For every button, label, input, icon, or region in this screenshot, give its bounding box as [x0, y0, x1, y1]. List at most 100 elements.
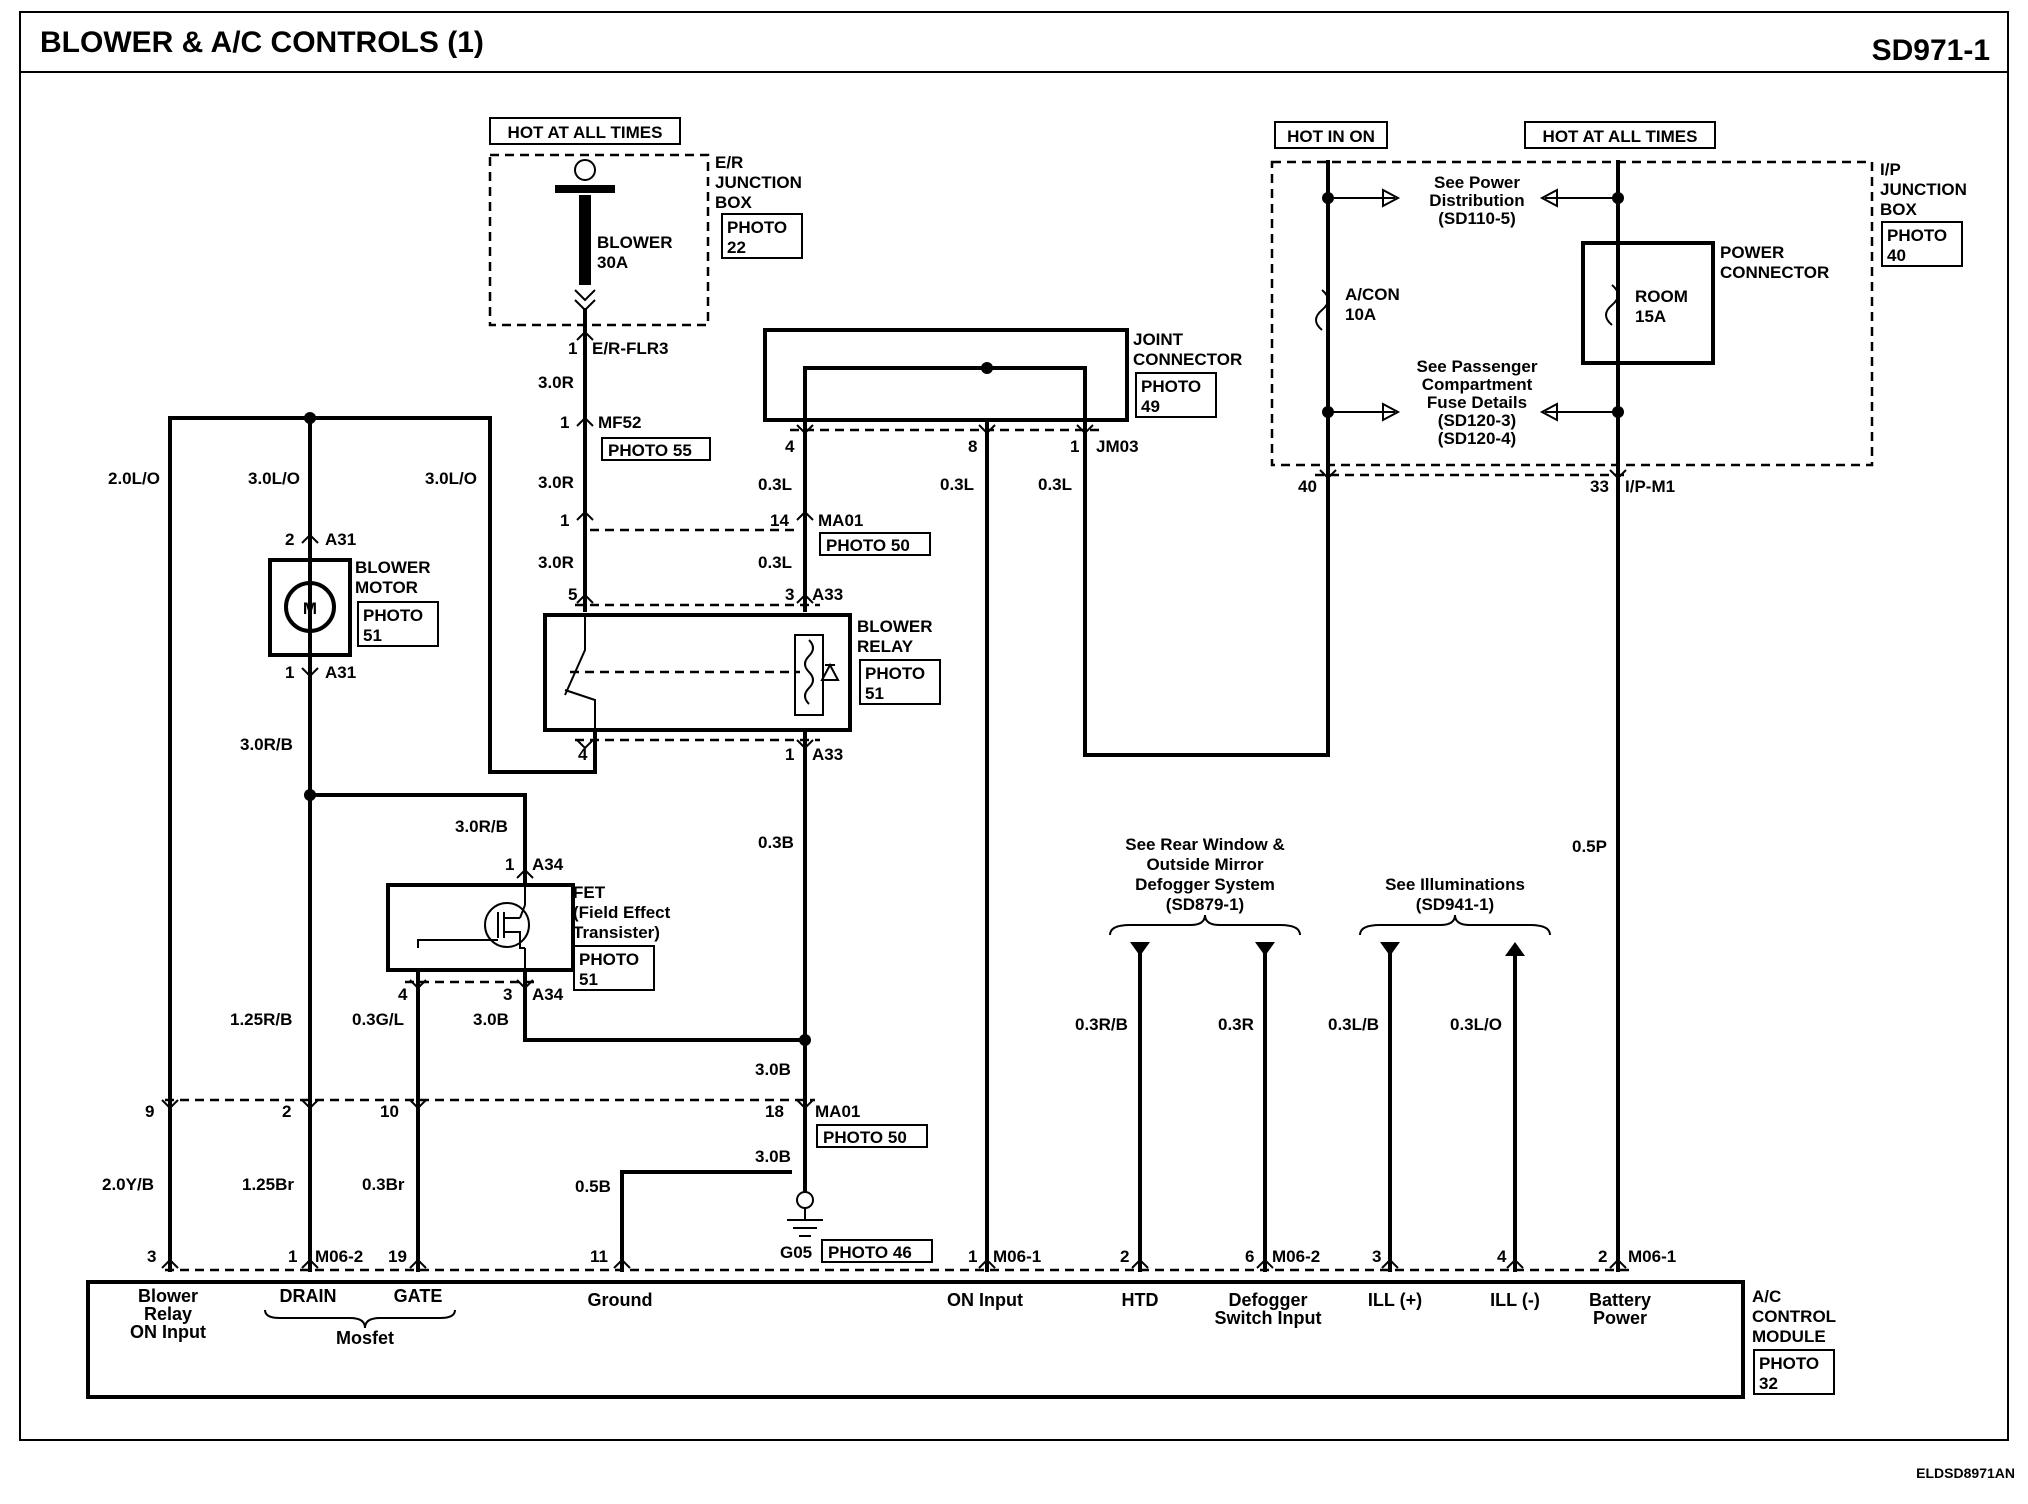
connector-chevron-icon	[574, 289, 596, 312]
pin-1-m06-1: 1	[968, 1247, 977, 1266]
ip-junction-label-3: BOX	[1880, 200, 1918, 219]
pin-3-a33: 3	[785, 585, 794, 604]
er-junction-box	[488, 153, 710, 327]
room-arrow-left-icon	[1539, 188, 1618, 208]
note-rear-window-2: Outside Mirror	[1146, 855, 1264, 874]
diagram-frame	[19, 11, 2009, 1441]
wire-label-3-0rb-a: 3.0R/B	[240, 735, 293, 754]
connector-er-flr3: E/R-FLR3	[592, 339, 669, 358]
wire-relay-to-motor	[168, 416, 597, 1272]
input-battery-2: Power	[1593, 1308, 1647, 1328]
blower-relay-photo-2: 51	[865, 684, 884, 703]
pin-14-ma01: 14	[770, 511, 789, 530]
pin-er-flr3: 1	[568, 339, 577, 358]
note-illum-2: (SD941-1)	[1416, 895, 1494, 914]
note-rear-window-1: See Rear Window &	[1125, 835, 1285, 854]
pin-3-a34: 3	[503, 985, 512, 1004]
connector-a34-bottom: A34	[532, 985, 564, 1004]
pin-3-ill: 3	[1372, 1247, 1381, 1266]
chevron-icon	[1319, 469, 1627, 480]
room-fuse-icon	[1605, 284, 1619, 326]
pin-11-m06-2: 11	[590, 1247, 608, 1266]
ac-module-label-3: MODULE	[1752, 1327, 1826, 1346]
input-gate: GATE	[394, 1286, 443, 1306]
relay-switch-icon	[564, 615, 596, 730]
connector-m06-1-mid: M06-1	[993, 1247, 1041, 1266]
relay-coil-icon	[794, 634, 824, 716]
note-rear-window-4: (SD879-1)	[1166, 895, 1244, 914]
pin-1-ma01-left: 1	[560, 511, 569, 530]
footer-code: ELDSD8971AN	[1916, 1465, 2015, 1481]
ill-plus-arrow-icon	[1380, 942, 1400, 956]
fet-label-3: Transister)	[573, 923, 660, 942]
blower-fuse-label: BLOWER	[597, 233, 673, 252]
input-blower-relay-1: Blower	[138, 1286, 198, 1306]
ac-module-photo-2: 32	[1759, 1374, 1778, 1393]
fet-photo-tag	[573, 945, 655, 991]
photo46-tag	[821, 1239, 933, 1263]
pin-1-a33: 1	[785, 745, 794, 764]
chevron-icon	[576, 330, 594, 750]
supply-terminal-icon	[574, 159, 596, 181]
wire-label-0-3rb: 0.3R/B	[1075, 1015, 1128, 1034]
fet-label-2: (Field Effect	[573, 903, 671, 922]
joint-node	[981, 362, 993, 374]
ac-control-module-box	[86, 1280, 1745, 1399]
photo50-bottom-tag	[816, 1124, 928, 1148]
pin-6-defog: 6	[1245, 1247, 1254, 1266]
acon-fuse-icon	[1315, 289, 1329, 331]
wire-label-0-3r: 0.3R	[1218, 1015, 1254, 1034]
note-illum-1: See Illuminations	[1385, 875, 1525, 894]
input-blower-relay-3: ON Input	[130, 1322, 206, 1342]
ac-module-label-2: CONTROL	[1752, 1307, 1836, 1326]
fet-gate-icon	[417, 912, 525, 949]
hot-all-times-left-tag	[489, 117, 681, 145]
joint-connector-box	[763, 328, 1129, 422]
blower-motor-icon	[284, 581, 336, 633]
bus-bar-icon	[555, 185, 615, 193]
hot-in-on-label: HOT IN ON	[1287, 127, 1375, 146]
input-defogger-2: Switch Input	[1215, 1308, 1322, 1328]
note-pass-fuse-1: See Passenger	[1417, 357, 1538, 376]
ip-junction-photo-tag	[1881, 221, 1963, 267]
input-ill-minus: ILL (-)	[1490, 1290, 1540, 1310]
input-drain: DRAIN	[280, 1286, 337, 1306]
wire-label-0-3l-c: 0.3L	[940, 475, 974, 494]
pin-1-m06-2: 1	[288, 1247, 297, 1266]
blower-motor-label-2: MOTOR	[355, 578, 418, 597]
wire-label-3-0r-a: 3.0R	[538, 373, 574, 392]
connector-ma01-bottom: MA01	[815, 1102, 860, 1121]
wire-label-3-0b-a: 3.0B	[755, 1060, 791, 1079]
pin-2-htd: 2	[1120, 1247, 1129, 1266]
ip-junction-label-2: JUNCTION	[1880, 180, 1967, 199]
pin-1-a34: 1	[505, 855, 514, 874]
note-rear-window-3: Defogger System	[1135, 875, 1275, 894]
note-pass-fuse-2: Compartment	[1422, 375, 1533, 394]
mosfet-brace-icon	[264, 1309, 456, 1329]
chevron-icon	[161, 1099, 996, 1269]
blower-relay-box	[543, 613, 852, 732]
wire-label-3-0rb-b: 3.0R/B	[455, 817, 508, 836]
input-ill-plus: ILL (+)	[1368, 1290, 1422, 1310]
joint-connector-label-2: CONNECTOR	[1133, 350, 1242, 369]
ac-module-photo-1: PHOTO	[1759, 1354, 1819, 1373]
input-battery-1: Battery	[1589, 1290, 1651, 1310]
pin-3-m06-2: 3	[147, 1247, 156, 1266]
pin-4-a33: 4	[578, 745, 588, 764]
joint-connector-photo-tag	[1135, 372, 1217, 418]
fet-photo-1: PHOTO	[579, 950, 639, 969]
pin-4-jm03: 4	[785, 437, 795, 456]
hot-all-times-right-tag	[1524, 121, 1716, 149]
wire-label-3-0b-b: 3.0B	[473, 1010, 509, 1029]
connector-ma01-top: MA01	[818, 511, 863, 530]
input-defogger-1: Defogger	[1228, 1290, 1307, 1310]
fet-photo-2: 51	[579, 970, 598, 989]
page-title: BLOWER & A/C CONTROLS (1)	[40, 26, 484, 59]
wire-label-3-0r-b: 3.0R	[538, 473, 574, 492]
note-power-dist-1: See Power	[1434, 173, 1520, 192]
er-junction-photo-tag	[721, 213, 803, 259]
pin-33-ipm1: 33	[1590, 477, 1609, 496]
chevron-icon	[301, 533, 319, 1269]
power-connector-label-2: CONNECTOR	[1720, 263, 1829, 282]
connector-g05: G05	[780, 1243, 812, 1262]
